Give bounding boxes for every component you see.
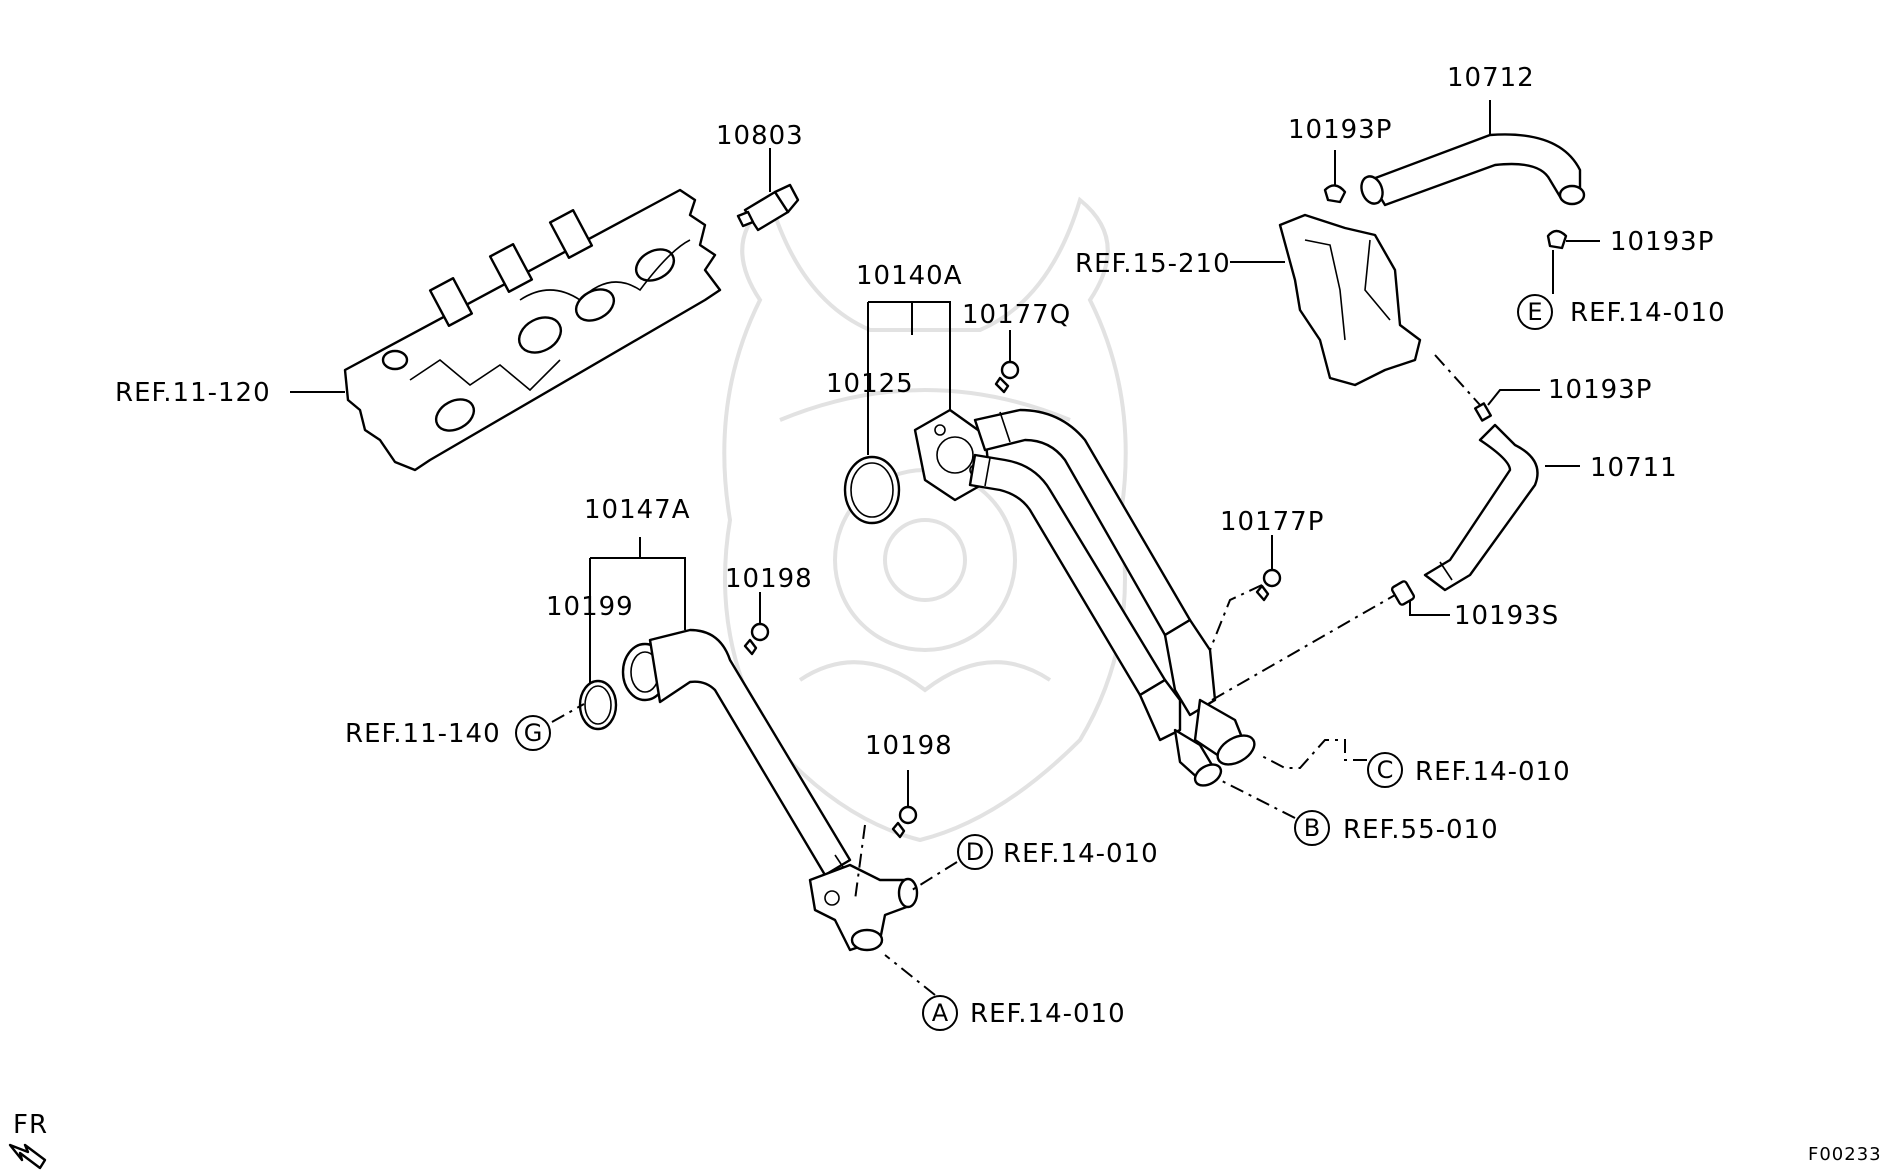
- ref-11-140-label: REF.11-140: [345, 719, 501, 749]
- callout-c-circle: [1367, 752, 1403, 788]
- bolt-10177Q: [994, 360, 1020, 394]
- callout-b-circle: [1294, 810, 1330, 846]
- hose-10711: [1423, 423, 1539, 592]
- figure-code: F00233: [1808, 1144, 1882, 1165]
- water-pipe-10147A: [621, 628, 919, 952]
- part-10193P-b-label: 10193P: [1610, 227, 1714, 257]
- bolt-10198b: [891, 805, 918, 839]
- ref-15-210-label: REF.15-210: [1075, 249, 1231, 279]
- callout-d-letter: D: [966, 838, 984, 866]
- water-pipe-pair: [968, 408, 1256, 787]
- part-10193P-a-label: 10193P: [1288, 115, 1392, 145]
- temperature-sensor: [736, 183, 800, 232]
- o-ring-10199: [578, 679, 618, 731]
- callout-e-circle: [1517, 294, 1553, 330]
- direction-label: FR: [13, 1110, 48, 1140]
- callout-e-letter: E: [1527, 298, 1542, 326]
- part-10198a-label: 10198: [725, 564, 813, 594]
- callout-c-letter: C: [1377, 756, 1394, 784]
- callout-g-letter: G: [524, 719, 543, 747]
- callout-d-circle: [957, 834, 993, 870]
- part-10199-label: 10199: [546, 592, 634, 622]
- part-10177P-label: 10177P: [1220, 507, 1324, 537]
- o-ring-10125: [843, 455, 901, 525]
- callout-g-circle: [515, 715, 551, 751]
- cylinder-head: [343, 188, 722, 472]
- callout-b-letter: B: [1304, 814, 1320, 842]
- callout-e-ref: REF.14-010: [1570, 298, 1726, 328]
- part-10193S-label: 10193S: [1454, 601, 1559, 631]
- callout-b-ref: REF.55-010: [1343, 815, 1499, 845]
- reservoir-tank: [1278, 213, 1422, 387]
- part-10711-label: 10711: [1590, 453, 1678, 483]
- clamp-10193P-b: [1546, 229, 1568, 250]
- part-10125-label: 10125: [826, 369, 914, 399]
- part-10147A-label: 10147A: [584, 495, 691, 525]
- callout-d-ref: REF.14-010: [1003, 839, 1159, 869]
- clamp-10193P-c: [1473, 402, 1493, 422]
- callout-a-ref: REF.14-010: [970, 999, 1126, 1029]
- part-10803-label: 10803: [716, 121, 804, 151]
- hose-10712: [1360, 133, 1586, 207]
- callout-a-circle: [922, 995, 958, 1031]
- part-10193P-c-label: 10193P: [1548, 375, 1652, 405]
- part-10712-label: 10712: [1447, 63, 1535, 93]
- bolt-10198a: [743, 622, 770, 656]
- callout-c-ref: REF.14-010: [1415, 757, 1571, 787]
- ref-11-120-label: REF.11-120: [115, 378, 271, 408]
- front-direction-arrow-icon: [8, 1143, 47, 1170]
- clamp-10193P-a: [1323, 184, 1347, 204]
- part-10177Q-label: 10177Q: [962, 300, 1071, 330]
- part-10140A-label: 10140A: [856, 261, 963, 291]
- clamp-10193S: [1390, 580, 1416, 606]
- bolt-10177P: [1255, 568, 1282, 602]
- part-10198b-label: 10198: [865, 731, 953, 761]
- callout-a-letter: A: [932, 999, 949, 1027]
